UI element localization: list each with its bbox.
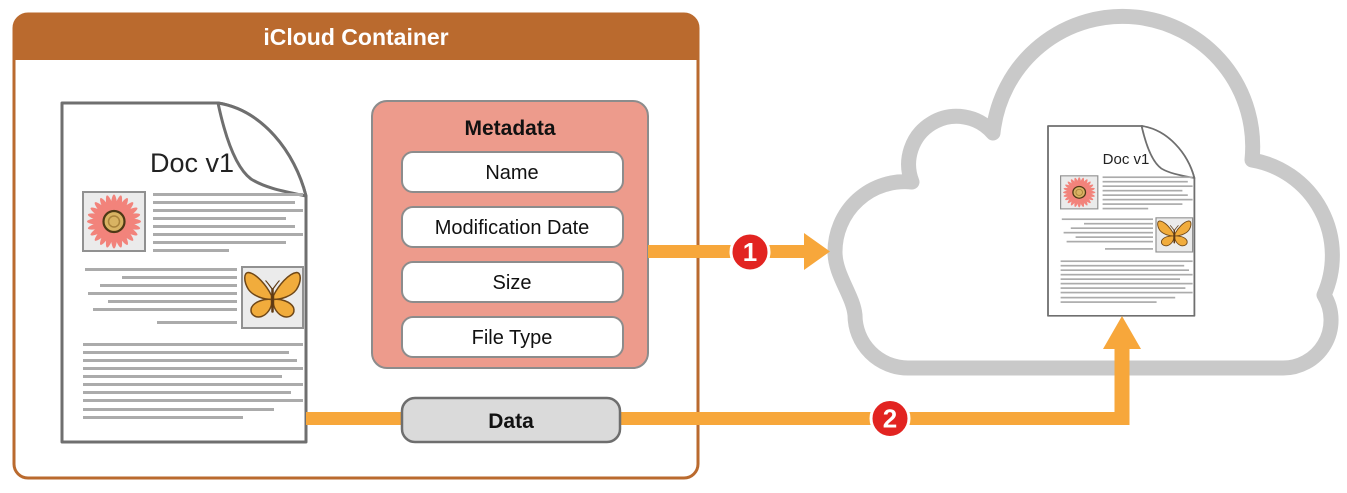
container-title: iCloud Container [263, 24, 448, 50]
step-1-number: 1 [743, 237, 757, 267]
arrow-1-head [804, 233, 830, 270]
step-2-badge: 2 [869, 398, 911, 439]
data-pill-label: Data [488, 410, 534, 433]
data-pill-body [400, 396, 622, 444]
arrow-2-shaft-vertical [1114, 347, 1130, 425]
cloud-document-title: Doc v1 [1103, 151, 1150, 168]
metadata-field-name [401, 151, 624, 193]
metadata-box: Metadata Name Modification Date Size Fil… [371, 100, 649, 369]
data-pill: Data [400, 396, 622, 444]
metadata-field-name-label: Name [485, 162, 538, 184]
metadata-title: Metadata [464, 117, 555, 140]
metadata-field-file-type [401, 316, 624, 358]
local-document-title: Doc v1 [150, 148, 234, 178]
metadata-field-size [401, 261, 624, 303]
step-2-number: 2 [883, 404, 897, 434]
metadata-field-size-label: Size [493, 272, 532, 294]
container-header [14, 14, 698, 60]
metadata-field-file-type-label: File Type [472, 327, 553, 349]
metadata-field-modification-date-label: Modification Date [435, 217, 590, 239]
arrow-2-head [1103, 316, 1141, 349]
step-1-badge: 1 [729, 231, 771, 273]
arrow-1-shaft [648, 245, 804, 258]
metadata-field-modification-date [401, 206, 624, 248]
